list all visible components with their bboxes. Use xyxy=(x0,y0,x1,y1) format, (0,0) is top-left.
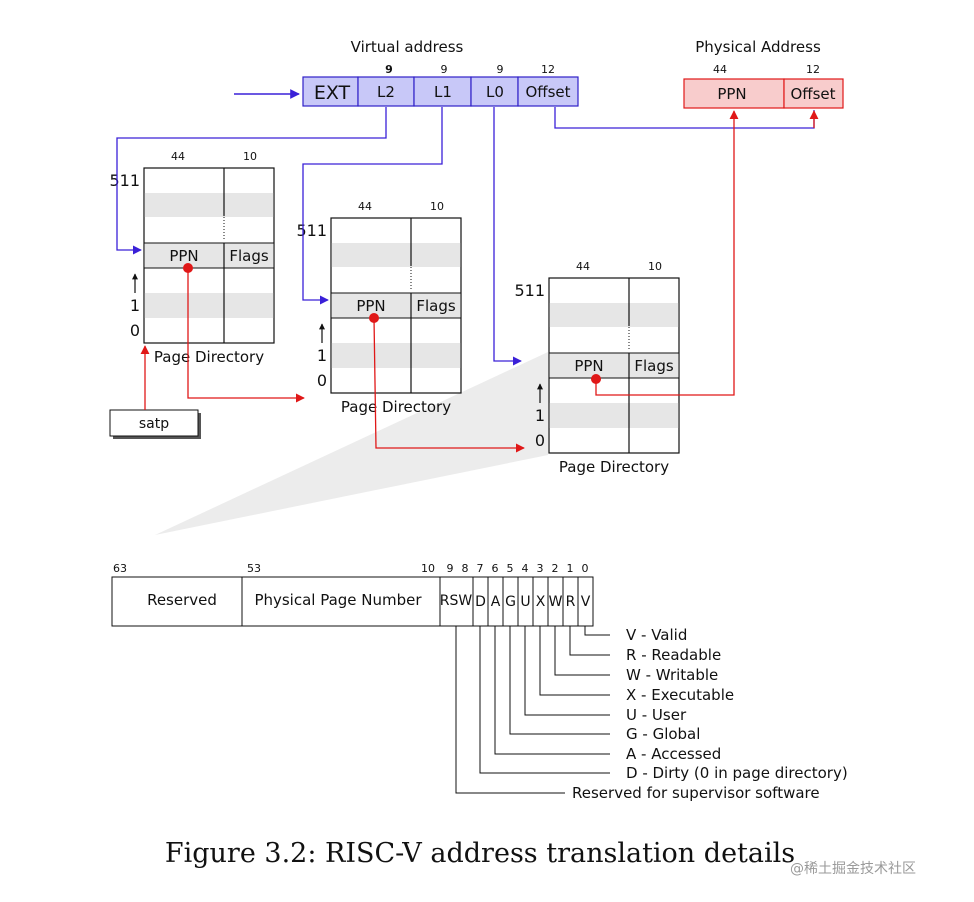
va-bits-l1: 9 xyxy=(441,63,448,76)
pte-legend-item: X - Executable xyxy=(626,686,734,704)
pd-caption: Page Directory xyxy=(559,458,669,476)
pte-flag-a: A xyxy=(491,594,501,610)
pte-bit-number: 63 xyxy=(113,562,127,575)
pd3-ppn-arrow xyxy=(595,110,739,396)
pd1-ppn-dot xyxy=(183,263,193,273)
pd-index-1: 1 xyxy=(317,346,327,365)
va-bits-offset: 12 xyxy=(541,63,555,76)
watermark: @稀土掘金技术社区 xyxy=(790,861,916,877)
pd-index-1: 1 xyxy=(535,406,545,425)
pd-ppn-label: PPN xyxy=(356,297,385,315)
pte-legend-item: U - User xyxy=(626,706,687,724)
pd-flags-bits: 10 xyxy=(430,200,444,213)
pte-legend-item: D - Dirty (0 in page directory) xyxy=(626,764,848,782)
pte-rsw-label: RSW xyxy=(440,593,473,609)
pd-caption: Page Directory xyxy=(341,398,451,416)
offset-copy-arrow xyxy=(554,107,815,129)
pte-bit-number: 5 xyxy=(507,562,514,575)
l2-index-arrow xyxy=(116,107,387,255)
pte-bit-number: 4 xyxy=(522,562,529,575)
pte-legend-item: W - Writable xyxy=(626,666,718,684)
pte-legend-item: G - Global xyxy=(626,725,700,743)
pd-index-511: 511 xyxy=(296,221,327,240)
pte-bit-number: 3 xyxy=(537,562,544,575)
pd2-ppn-arrow xyxy=(373,317,525,453)
pte-reserved-label: Reserved xyxy=(147,591,217,609)
pte-bit-number: 8 xyxy=(462,562,469,575)
pd-ppn-bits: 44 xyxy=(358,200,372,213)
pte-legend-item: V - Valid xyxy=(626,626,687,644)
pte-legend-item: R - Readable xyxy=(626,646,721,664)
pte-flag-d: D xyxy=(475,594,486,610)
pte-flag-legend: V - Valid R - Readable W - Writable X - Exe… xyxy=(455,626,848,802)
pte-bit-number: 7 xyxy=(477,562,484,575)
va-bits-l2: 9 xyxy=(385,63,393,76)
pd-index-0: 0 xyxy=(317,371,327,390)
pte-flag-w: W xyxy=(549,594,563,610)
pd-flags-label: Flags xyxy=(416,297,456,315)
pte-bit-number: 1 xyxy=(567,562,574,575)
pd3-ppn-dot xyxy=(591,374,601,384)
pd-index-511: 511 xyxy=(514,281,545,300)
satp-label: satp xyxy=(139,416,169,432)
pte-legend-item: A - Accessed xyxy=(626,745,721,763)
pd-index-1: 1 xyxy=(130,296,140,315)
pte-bit-number: 6 xyxy=(492,562,499,575)
pte-flag-x: X xyxy=(536,594,546,610)
pa-field-ppn: PPN xyxy=(717,85,746,103)
pte-flag-v: V xyxy=(581,594,591,610)
virtual-address-title: Virtual address xyxy=(351,38,464,56)
pd-index-0: 0 xyxy=(130,321,140,340)
pd-ppn-bits: 44 xyxy=(576,260,590,273)
pd-flags-label: Flags xyxy=(634,357,674,375)
va-field-l0: L0 xyxy=(486,83,504,101)
pte-flag-r: R xyxy=(566,594,576,610)
satp-register: satp xyxy=(109,409,201,439)
pte-bit-number: 0 xyxy=(582,562,589,575)
l1-index-arrow xyxy=(302,107,443,305)
pd-caption: Page Directory xyxy=(154,348,264,366)
pa-bits-offset: 12 xyxy=(806,63,820,76)
page-table-entry: Reserved Physical Page Number RSW xyxy=(111,576,474,627)
pd-flags-bits: 10 xyxy=(243,150,257,163)
pte-flag-g: G xyxy=(505,594,516,610)
pa-bits-ppn: 44 xyxy=(713,63,727,76)
pa-field-offset: Offset xyxy=(790,85,835,103)
va-bits-l0: 9 xyxy=(497,63,504,76)
va-field-offset: Offset xyxy=(525,83,570,101)
physical-address-register: PPN Offset 44 12 xyxy=(683,63,844,109)
pd-ppn-label: PPN xyxy=(169,247,198,265)
pte-bit-number: 2 xyxy=(552,562,559,575)
figure-caption: Figure 3.2: RISC-V address translation d… xyxy=(164,838,796,869)
pd-index-0: 0 xyxy=(535,431,545,450)
pd-index-511: 511 xyxy=(109,171,140,190)
pd-flags-label: Flags xyxy=(229,247,269,265)
virtual-address-register: EXT L2 L1 L0 Offset 9 9 9 12 xyxy=(302,63,579,107)
pd-ppn-bits: 44 xyxy=(171,150,185,163)
pte-bit-number: 9 xyxy=(447,562,454,575)
pte-bit-number: 10 xyxy=(421,562,435,575)
pte-legend-item: Reserved for supervisor software xyxy=(572,784,820,802)
pd-ppn-label: PPN xyxy=(574,357,603,375)
pte-bit-number: 53 xyxy=(247,562,261,575)
zoom-wedge xyxy=(155,352,548,535)
l0-index-arrow xyxy=(493,107,522,366)
physical-address-title: Physical Address xyxy=(695,38,821,56)
pte-flag-u: U xyxy=(520,594,530,610)
va-field-l2: L2 xyxy=(377,83,395,101)
pte-ppn-label: Physical Page Number xyxy=(254,591,422,609)
pd-flags-bits: 10 xyxy=(648,260,662,273)
pd1-ppn-arrow xyxy=(187,268,305,403)
va-field-ext: EXT xyxy=(314,82,351,104)
va-field-l1: L1 xyxy=(434,83,452,101)
pd2-ppn-dot xyxy=(369,313,379,323)
